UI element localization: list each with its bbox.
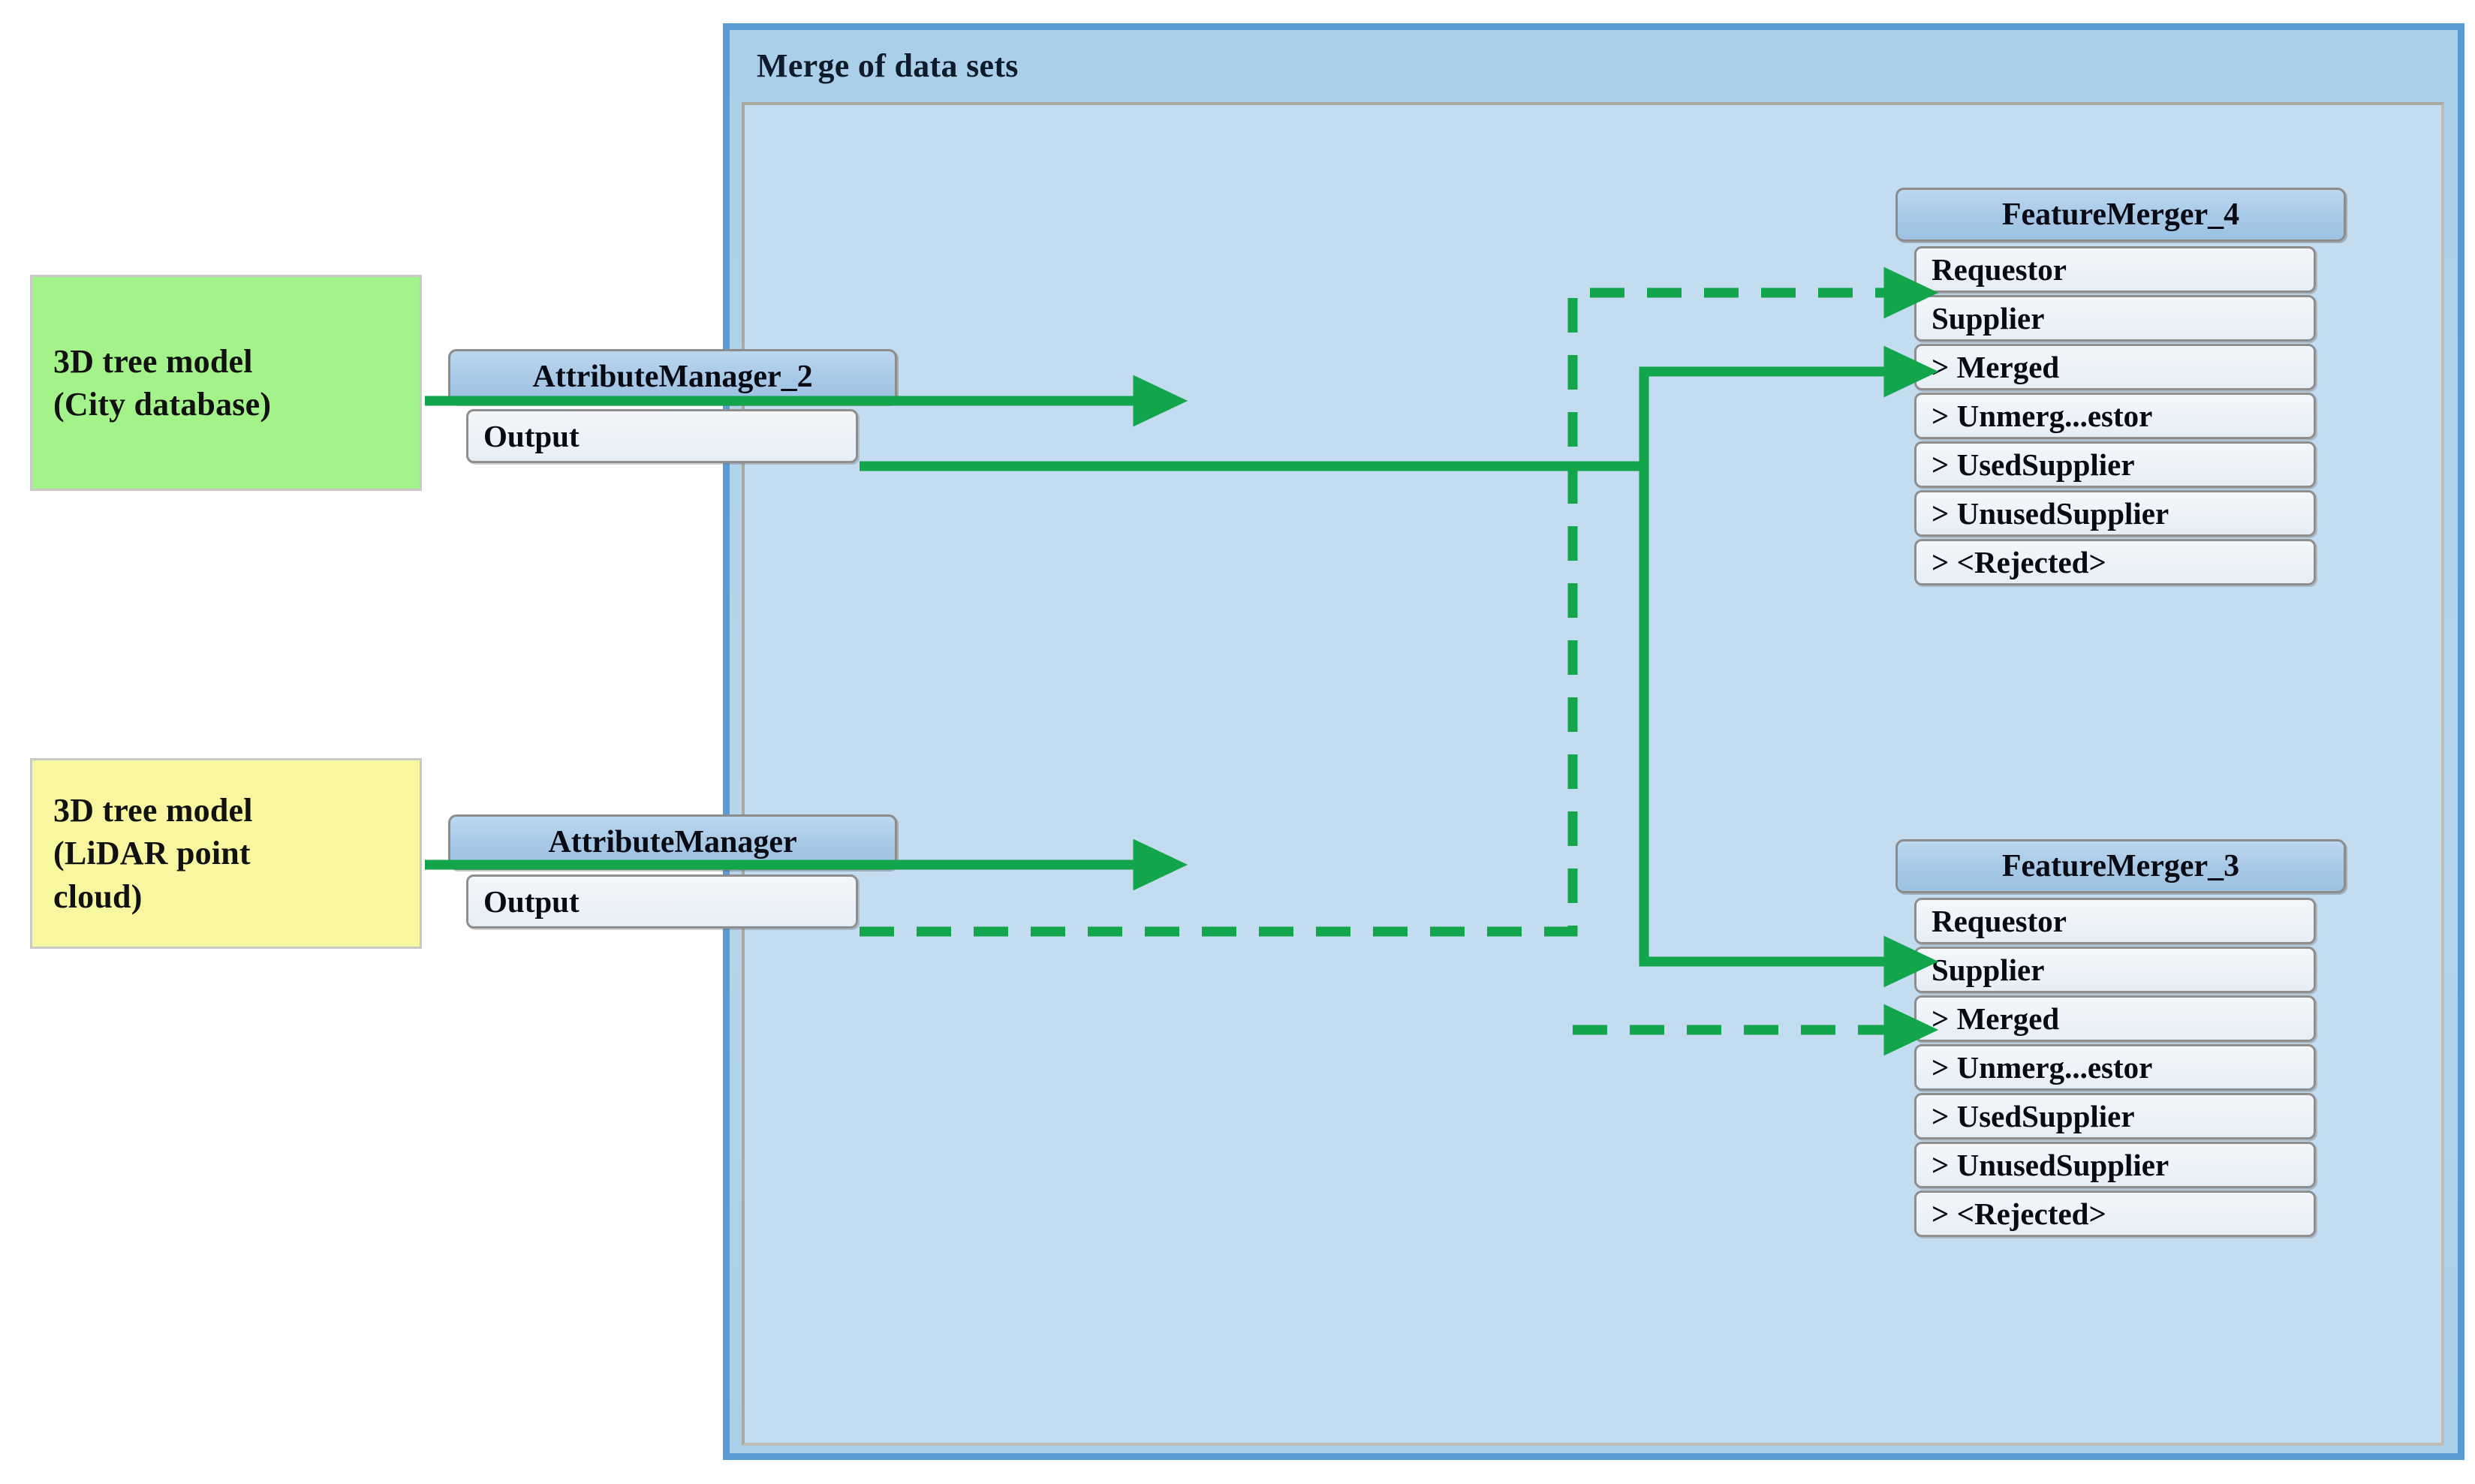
port-requestor[interactable]: Requestor	[1914, 246, 2316, 293]
port-rejected[interactable]: > <Rejected>	[1914, 1191, 2316, 1237]
node-title[interactable]: AttributeManager	[448, 814, 897, 870]
node-title[interactable]: FeatureMerger_3	[1895, 839, 2346, 893]
port-supplier[interactable]: Supplier	[1914, 295, 2316, 342]
port-output[interactable]: Output	[466, 874, 858, 929]
port-used-supplier[interactable]: > UsedSupplier	[1914, 441, 2316, 488]
source-line: (LiDAR point	[53, 835, 251, 872]
source-line: 3D tree model	[53, 792, 253, 829]
port-merged[interactable]: > Merged	[1914, 344, 2316, 390]
node-attribute-manager-2[interactable]: AttributeManager_2 Output	[448, 349, 897, 463]
port-merged[interactable]: > Merged	[1914, 995, 2316, 1042]
source-box-lidar-point-cloud: 3D tree model (LiDAR point cloud)	[30, 758, 422, 949]
source-line: (City database)	[53, 386, 272, 423]
port-list: Requestor Supplier > Merged > Unmerg...e…	[1914, 246, 2316, 588]
port-list: Output	[466, 874, 858, 929]
node-feature-merger-4[interactable]: FeatureMerger_4 Requestor Supplier > Mer…	[1895, 188, 2346, 585]
port-list: Requestor Supplier > Merged > Unmerg...e…	[1914, 898, 2316, 1239]
node-feature-merger-3[interactable]: FeatureMerger_3 Requestor Supplier > Mer…	[1895, 839, 2346, 1237]
port-rejected[interactable]: > <Rejected>	[1914, 539, 2316, 585]
source-line: 3D tree model	[53, 342, 253, 380]
port-requestor[interactable]: Requestor	[1914, 898, 2316, 944]
port-used-supplier[interactable]: > UsedSupplier	[1914, 1093, 2316, 1139]
port-unused-supplier[interactable]: > UnusedSupplier	[1914, 490, 2316, 537]
node-attribute-manager[interactable]: AttributeManager Output	[448, 814, 897, 929]
port-supplier[interactable]: Supplier	[1914, 947, 2316, 993]
source-box-city-database: 3D tree model (City database)	[30, 275, 422, 491]
workspace-title: Merge of data sets	[757, 47, 1019, 84]
port-unmerged-requestor[interactable]: > Unmerg...estor	[1914, 1044, 2316, 1091]
port-unmerged-requestor[interactable]: > Unmerg...estor	[1914, 393, 2316, 439]
node-title[interactable]: AttributeManager_2	[448, 349, 897, 405]
port-output[interactable]: Output	[466, 409, 858, 463]
port-unused-supplier[interactable]: > UnusedSupplier	[1914, 1142, 2316, 1188]
source-line: cloud)	[53, 877, 143, 915]
port-list: Output	[466, 409, 858, 463]
node-title[interactable]: FeatureMerger_4	[1895, 188, 2346, 242]
